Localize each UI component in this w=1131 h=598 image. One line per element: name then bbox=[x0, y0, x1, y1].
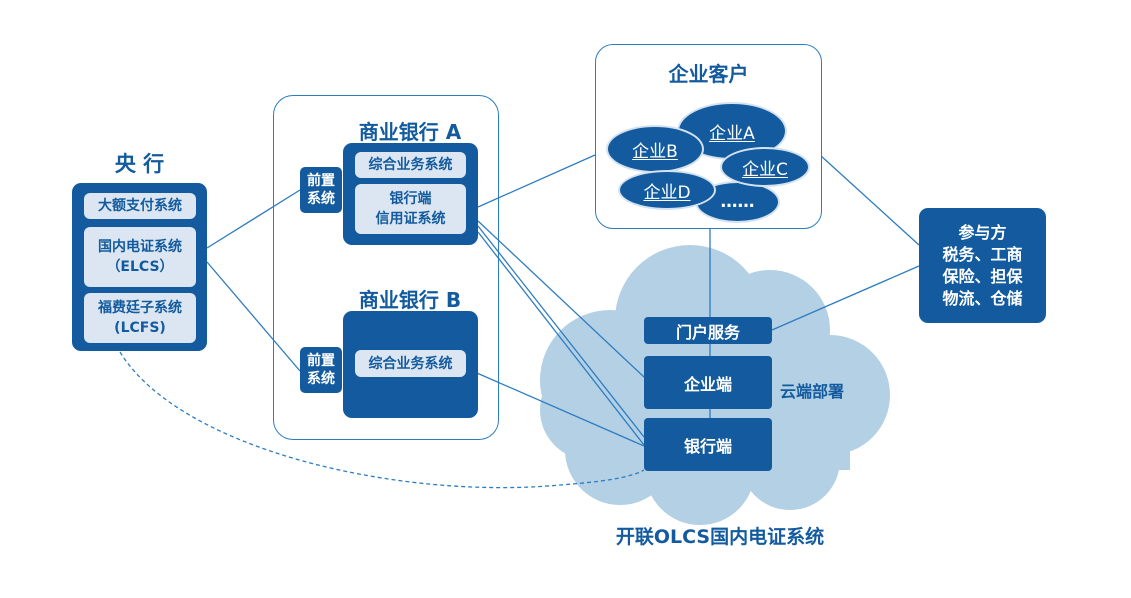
bank-b-front-system[interactable]: 前置 系统 bbox=[300, 347, 342, 393]
bank-b-title: 商业银行 B bbox=[358, 288, 462, 312]
system-elcs-line2: （ELCS） bbox=[106, 259, 174, 275]
line-bank-a-to-bank-end-1 bbox=[477, 225, 645, 438]
participants-line-2: 保险、担保 bbox=[942, 266, 1023, 286]
bank-a-front-line1: 前置 bbox=[307, 173, 335, 189]
central-bank-title: 央 行 bbox=[114, 152, 165, 176]
line-bank-a-to-bank-end-2 bbox=[477, 231, 645, 446]
bank-b-front-line2: 系统 bbox=[307, 371, 335, 387]
line-central-to-bank-b bbox=[206, 261, 301, 372]
participants-panel[interactable]: 参与方 税务、工商 保险、担保 物流、仓储 bbox=[919, 208, 1046, 323]
bank-a-lc-line2: 信用证系统 bbox=[375, 211, 446, 227]
bank-a-lc-system[interactable]: 银行端 信用证系统 bbox=[355, 184, 466, 234]
bank-b-front-line1: 前置 bbox=[307, 353, 335, 369]
line-central-to-bank-a bbox=[206, 189, 301, 249]
bank-a-front-system[interactable]: 前置 系统 bbox=[300, 167, 342, 213]
system-lcfs-line1: 福费廷子系统 bbox=[98, 300, 182, 316]
enterprise-c-label: 企业C bbox=[742, 159, 788, 180]
participants-title: 参与方 bbox=[958, 222, 1007, 242]
service-enterprise-end[interactable]: 企业端 bbox=[644, 356, 772, 409]
system-large-payment[interactable]: 大额支付系统 bbox=[84, 193, 196, 219]
system-elcs-line1: 国内电证系统 bbox=[98, 239, 182, 255]
enterprise-b-label: 企业B bbox=[632, 141, 678, 162]
line-portal-to-participants bbox=[771, 265, 920, 331]
bank-a-title: 商业银行 A bbox=[358, 120, 462, 144]
enterprise-clients-title: 企业客户 bbox=[668, 62, 749, 86]
bank-a-lc-line1: 银行端 bbox=[389, 191, 432, 207]
enterprise-d[interactable]: 企业D bbox=[618, 170, 716, 210]
enterprise-a-label: 企业A bbox=[709, 123, 755, 144]
central-bank-panel: 大额支付系统 国内电证系统 （ELCS） 福费廷子系统 (LCFS) bbox=[72, 183, 207, 351]
bank-a-front-line2: 系统 bbox=[307, 191, 335, 207]
diagram-caption: 开联OLCS国内电证系统 bbox=[615, 526, 825, 548]
system-lcfs-line2: (LCFS) bbox=[114, 320, 166, 336]
bank-b-panel: 综合业务系统 bbox=[343, 311, 478, 418]
bank-a-panel: 综合业务系统 银行端 信用证系统 bbox=[343, 143, 478, 245]
participants-line-1: 税务、工商 bbox=[942, 244, 1023, 264]
enterprise-d-label: 企业D bbox=[643, 182, 691, 203]
dashed-line-central-to-bank-end bbox=[119, 351, 645, 489]
system-lcfs[interactable]: 福费廷子系统 (LCFS) bbox=[84, 293, 196, 343]
line-bank-a-to-enterprise-end bbox=[477, 220, 645, 378]
bank-a-core-system[interactable]: 综合业务系统 bbox=[355, 152, 466, 178]
service-bank-end[interactable]: 银行端 bbox=[644, 418, 772, 471]
participants-line-3: 物流、仓储 bbox=[942, 288, 1023, 308]
line-bank-a-to-clients bbox=[477, 154, 596, 208]
bank-b-core-system[interactable]: 综合业务系统 bbox=[355, 350, 466, 377]
enterprise-more-label: …… bbox=[720, 192, 755, 212]
system-elcs[interactable]: 国内电证系统 （ELCS） bbox=[84, 227, 196, 287]
cloud-deployment-label: 云端部署 bbox=[780, 382, 845, 401]
enterprise-b[interactable]: 企业B bbox=[606, 125, 704, 173]
line-clients-to-participants bbox=[819, 154, 920, 246]
line-bank-b-to-bank-end bbox=[469, 369, 645, 447]
service-portal[interactable]: 门户服务 bbox=[644, 317, 772, 344]
enterprise-c[interactable]: 企业C bbox=[720, 147, 810, 187]
commercial-banks-group bbox=[273, 95, 499, 440]
